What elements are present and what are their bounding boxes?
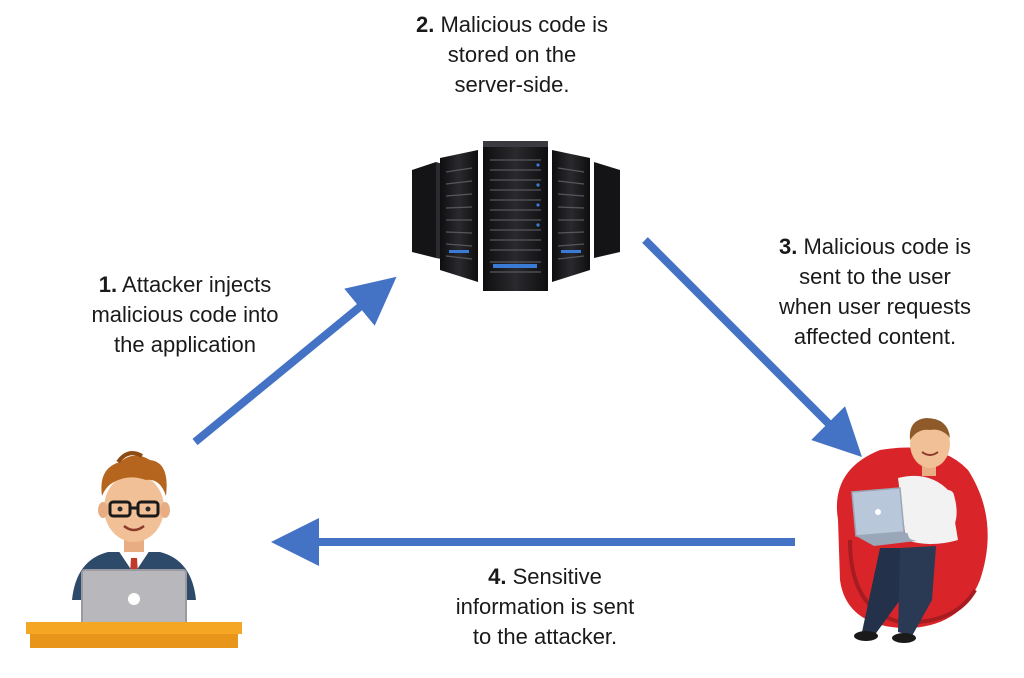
step1-line3: the application bbox=[114, 332, 256, 357]
step1-line1: Attacker injects bbox=[122, 272, 272, 297]
step3-line1: Malicious code is bbox=[803, 234, 971, 259]
step4-caption: 4. Sensitive information is sent to the … bbox=[390, 562, 700, 652]
step1-number: 1. bbox=[98, 272, 118, 297]
step2-number: 2. bbox=[416, 12, 435, 37]
attacker-icon bbox=[26, 451, 242, 648]
step3-line2: sent to the user bbox=[799, 264, 951, 289]
step1-caption: 1. Attacker injects malicious code into … bbox=[40, 270, 330, 360]
user-icon bbox=[836, 418, 988, 643]
arrow-step1 bbox=[192, 276, 397, 446]
step4-number: 4. bbox=[488, 564, 507, 589]
step2-line3: server-side. bbox=[454, 72, 570, 97]
step1-line2: malicious code into bbox=[91, 302, 279, 327]
step4-line3: to the attacker. bbox=[472, 624, 618, 649]
server-rack-icon bbox=[412, 141, 620, 291]
step3-line3: when user requests bbox=[779, 294, 971, 319]
step2-line2: stored on the bbox=[447, 42, 577, 67]
step3-caption: 3. Malicious code is sent to the user wh… bbox=[730, 232, 1020, 352]
step3-number: 3. bbox=[779, 234, 798, 259]
step2-line1: Malicious code is bbox=[440, 12, 608, 37]
step2-caption: 2. Malicious code is stored on the serve… bbox=[352, 10, 672, 100]
step3-line4: affected content. bbox=[793, 324, 957, 349]
step4-line2: information is sent bbox=[455, 594, 635, 619]
arrow-step3 bbox=[642, 237, 862, 457]
step4-line1: Sensitive bbox=[512, 564, 602, 589]
